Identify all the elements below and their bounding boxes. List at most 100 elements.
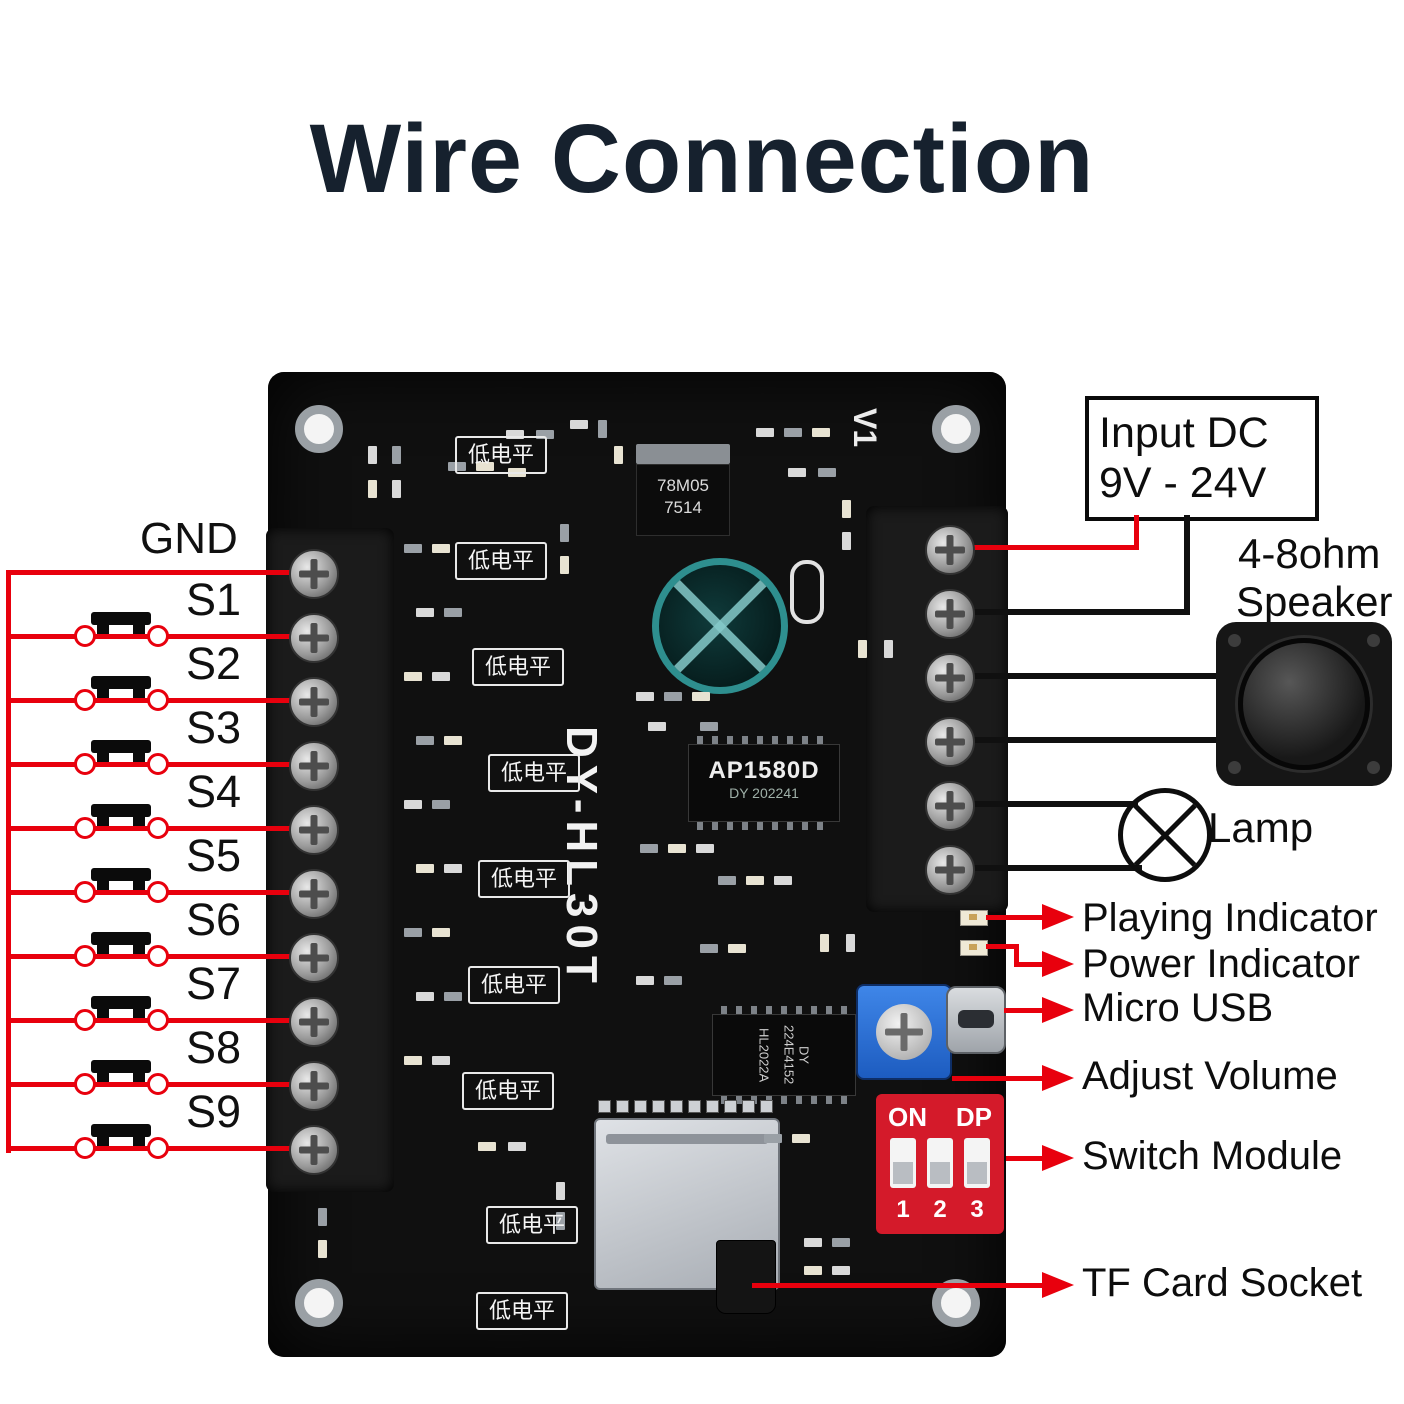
low-level-label: 低电平 (455, 542, 547, 580)
low-level-label: 低电平 (476, 1292, 568, 1330)
smd-component (614, 446, 623, 464)
switch-module-lead (1006, 1156, 1042, 1161)
main-chip: AP1580D DY 202241 (688, 736, 840, 830)
push-button-foot (97, 625, 109, 634)
terminal-screw (289, 677, 339, 727)
header-pin (724, 1100, 737, 1113)
switch-label-S1: S1 (186, 574, 242, 625)
speaker-dome (1238, 638, 1370, 770)
smd-component (884, 640, 893, 658)
terminal-screw (925, 717, 975, 767)
push-button-foot (133, 689, 145, 698)
push-button-foot (97, 753, 109, 762)
push-button-foot (97, 1073, 109, 1082)
smd-component (784, 428, 802, 437)
push-button-foot (97, 945, 109, 954)
header-pin (670, 1100, 683, 1113)
smd-component (636, 976, 654, 985)
right-terminal-block (866, 506, 1008, 912)
power-positive-wire (946, 545, 1139, 550)
dip-switch-3 (964, 1138, 990, 1188)
smd-component (664, 976, 682, 985)
push-button (91, 740, 151, 753)
adjust-volume-lead (952, 1076, 1042, 1081)
power-indicator-arrow (1042, 951, 1074, 977)
dip-dp-label: DP (955, 1102, 992, 1132)
board-model-label: DY-HL30T (557, 726, 606, 990)
push-button (91, 676, 151, 689)
tf-card (716, 1240, 776, 1314)
annotation-adjust-volume: Adjust Volume (1082, 1054, 1338, 1098)
smd-component (444, 608, 462, 617)
smd-component (432, 800, 450, 809)
voltage-regulator: 78M05 7514 (636, 444, 730, 536)
header-pin (742, 1100, 755, 1113)
chip-marking: AP1580D (708, 757, 820, 784)
power-indicator-lead (986, 944, 1019, 949)
smd-component (664, 692, 682, 701)
speaker-screw-hole (1228, 634, 1241, 647)
micro-usb-port (946, 986, 1006, 1054)
terminal-screw (289, 805, 339, 855)
smd-component (692, 692, 710, 701)
gnd-bus-wire (6, 570, 11, 1153)
smd-component (636, 692, 654, 701)
smd-component (700, 722, 718, 731)
wire-terminal (147, 1009, 169, 1031)
push-button-foot (133, 625, 145, 634)
smd-component (404, 800, 422, 809)
speaker-label-line1: 4-8ohm (1238, 530, 1381, 577)
smd-component (404, 1056, 422, 1065)
switch-label-S4: S4 (186, 766, 242, 817)
terminal-screw (925, 781, 975, 831)
terminal-screw (289, 613, 339, 663)
push-button-foot (133, 945, 145, 954)
dip-number: 2 (933, 1196, 947, 1223)
push-button-foot (133, 753, 145, 762)
smd-component (846, 934, 855, 952)
smd-component (508, 1142, 526, 1151)
smd-component (448, 462, 466, 471)
wire-terminal (74, 1009, 96, 1031)
push-button (91, 932, 151, 945)
smd-component (416, 992, 434, 1001)
wire-terminal (147, 689, 169, 711)
chip-marking: DY 202241 (729, 785, 799, 801)
smd-component (404, 672, 422, 681)
smd-component (506, 430, 524, 439)
terminal-screw (925, 589, 975, 639)
header-pin (688, 1100, 701, 1113)
push-button (91, 1124, 151, 1137)
smd-component (792, 1134, 810, 1143)
smd-component (764, 1134, 782, 1143)
speaker-wire (946, 673, 1218, 679)
adjust-volume-arrow (1042, 1065, 1074, 1091)
push-button (91, 996, 151, 1009)
tf-card-lead (752, 1283, 1042, 1288)
switch-label-S7: S7 (186, 958, 242, 1009)
smd-component (478, 1142, 496, 1151)
push-button-foot (97, 817, 109, 826)
push-button-foot (133, 1073, 145, 1082)
header-pin (652, 1100, 665, 1113)
push-button-foot (97, 881, 109, 890)
push-button-foot (97, 689, 109, 698)
wire-terminal (147, 753, 169, 775)
switch-label-S6: S6 (186, 894, 242, 945)
mounting-hole (295, 1279, 343, 1327)
smd-component (476, 462, 494, 471)
annotation-micro-usb: Micro USB (1082, 986, 1274, 1030)
switch-label-S2: S2 (186, 638, 242, 689)
annotation-power-indicator: Power Indicator (1082, 942, 1360, 986)
push-button-foot (133, 817, 145, 826)
terminal-screw (289, 933, 339, 983)
smd-component (668, 844, 686, 853)
smd-component (812, 428, 830, 437)
header-pin (598, 1100, 611, 1113)
terminal-screw (289, 741, 339, 791)
smd-component (788, 468, 806, 477)
mounting-hole (932, 405, 980, 453)
smd-component (560, 556, 569, 574)
smd-component (444, 864, 462, 873)
wire-terminal (147, 817, 169, 839)
